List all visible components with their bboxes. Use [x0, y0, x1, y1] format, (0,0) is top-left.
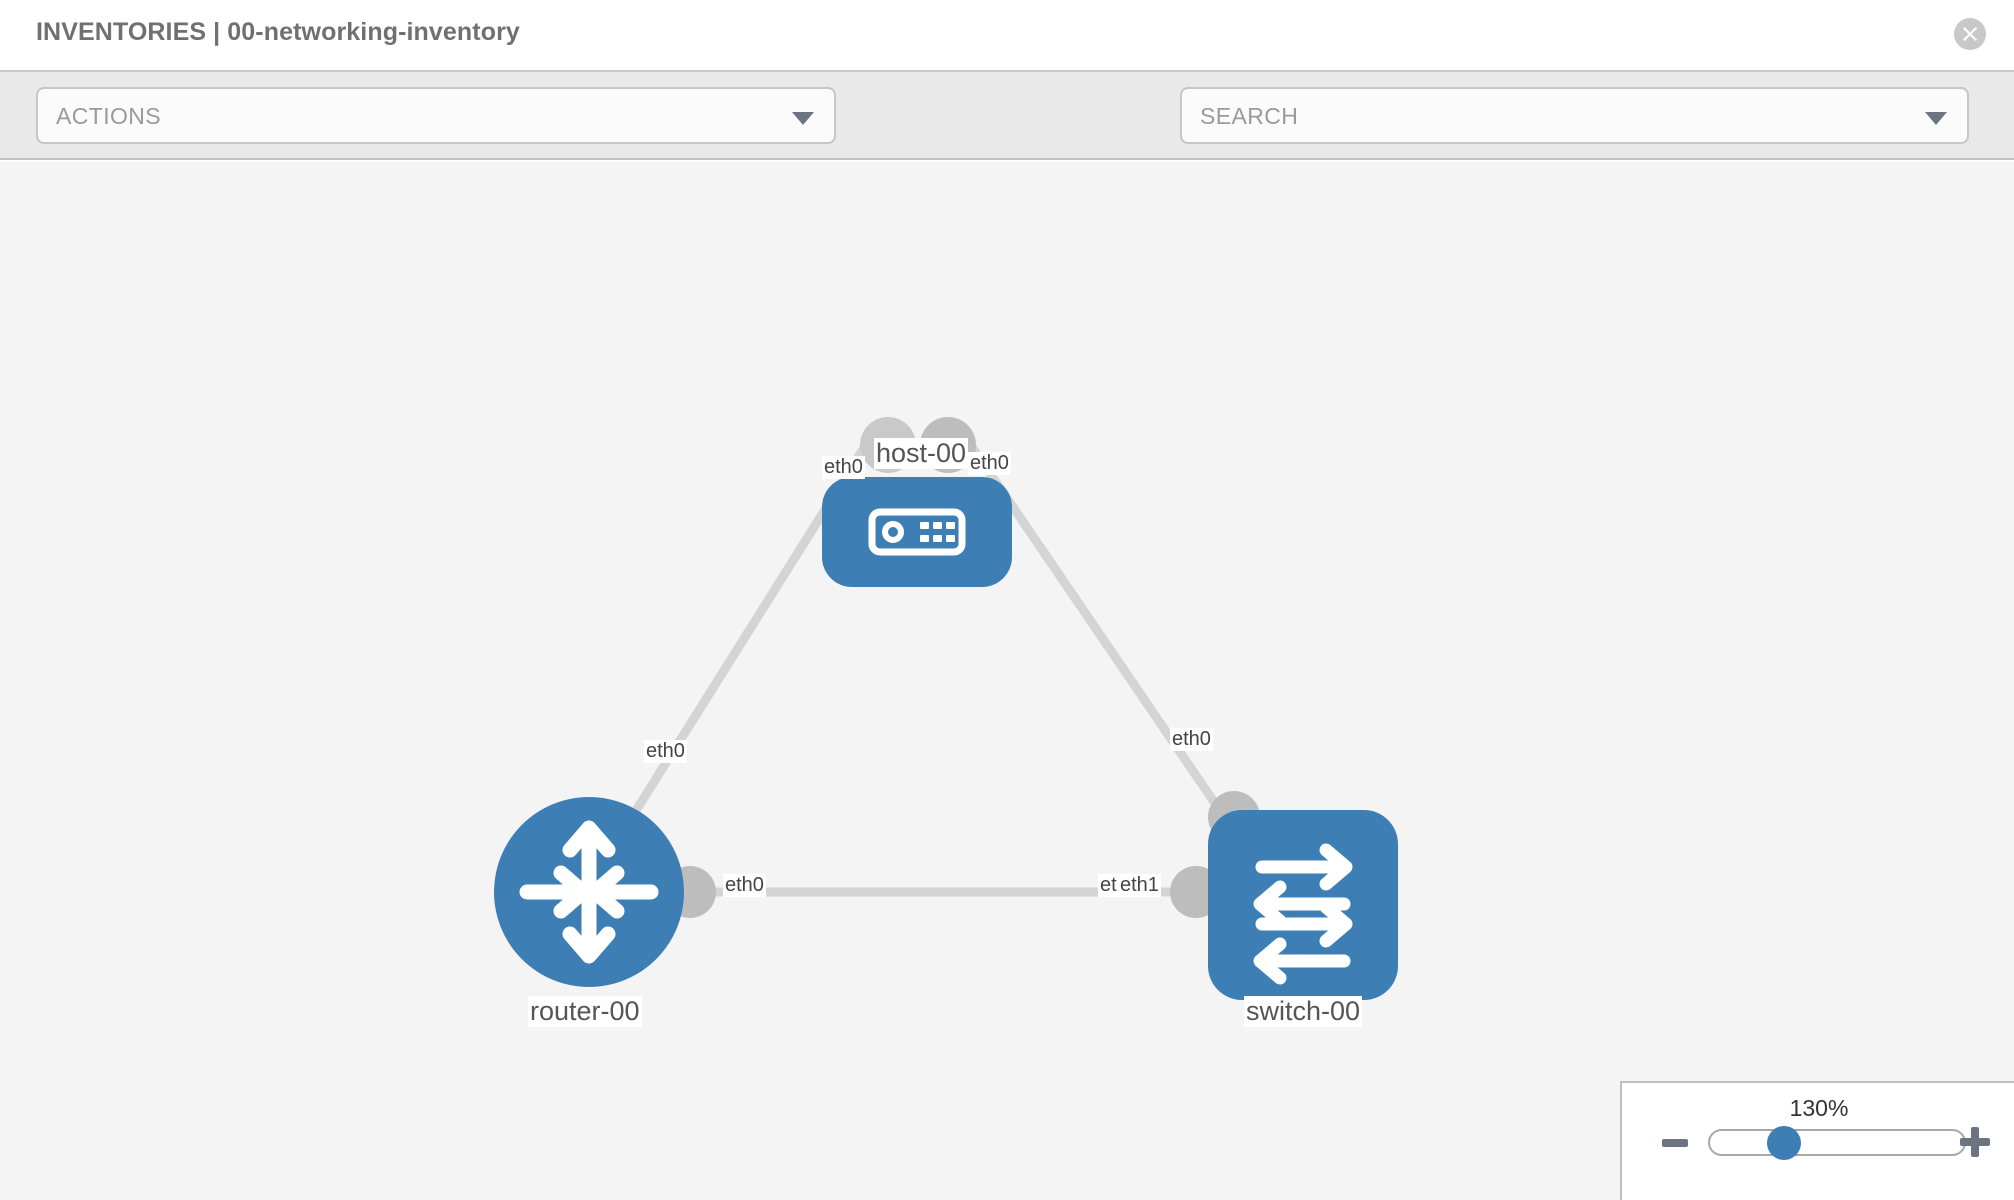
node-switch-00	[1208, 810, 1398, 1000]
zoom-slider-thumb[interactable]	[1767, 1126, 1801, 1160]
interface-label-router00-to-host00: eth0	[644, 740, 687, 763]
search-input[interactable]: SEARCH	[1180, 87, 1969, 144]
zoom-slider-track[interactable]	[1708, 1129, 1966, 1156]
search-placeholder: SEARCH	[1200, 103, 1299, 129]
toolbar: ACTIONS SEARCH	[0, 70, 2014, 202]
node-label-host-00: host-00	[874, 438, 969, 470]
interface-label-host00-to-switch00: eth0	[968, 452, 1011, 475]
actions-dropdown[interactable]: ACTIONS	[36, 87, 836, 144]
page-header: INVENTORIES | 00-networking-inventory	[0, 0, 2014, 70]
router-arrows-icon	[519, 820, 659, 964]
page-title: INVENTORIES | 00-networking-inventory	[36, 18, 520, 46]
topology-graph	[494, 417, 1398, 1000]
node-label-switch-00: switch-00	[1244, 996, 1363, 1028]
server-icon	[868, 508, 966, 556]
interface-label-router00-to-switch00: eth0	[723, 874, 766, 897]
plus-icon[interactable]	[1960, 1127, 1990, 1157]
zoom-level-value: 130%	[1789, 1095, 1849, 1121]
switch-arrows-icon	[1253, 843, 1353, 985]
zoom-control-panel: 130%	[1620, 1081, 2014, 1200]
node-host-00	[822, 477, 1012, 587]
interface-label-switch00-to-router00-alt: eth1	[1118, 874, 1161, 897]
minus-icon[interactable]	[1662, 1139, 1688, 1147]
interface-label-switch00-to-host00: eth0	[1170, 728, 1213, 751]
topology-canvas[interactable]: host-00 router-00 switch-00 eth0 eth0 et…	[0, 162, 2014, 1200]
node-host-00-shape	[822, 477, 1012, 587]
actions-dropdown-label: ACTIONS	[56, 103, 162, 129]
interface-label-host00-to-router00: eth0	[822, 456, 865, 479]
chevron-down-icon[interactable]	[1925, 112, 1947, 125]
node-label-router-00: router-00	[528, 996, 642, 1028]
chevron-down-icon	[792, 112, 814, 125]
close-icon[interactable]	[1954, 18, 1986, 50]
node-router-00	[494, 797, 684, 987]
